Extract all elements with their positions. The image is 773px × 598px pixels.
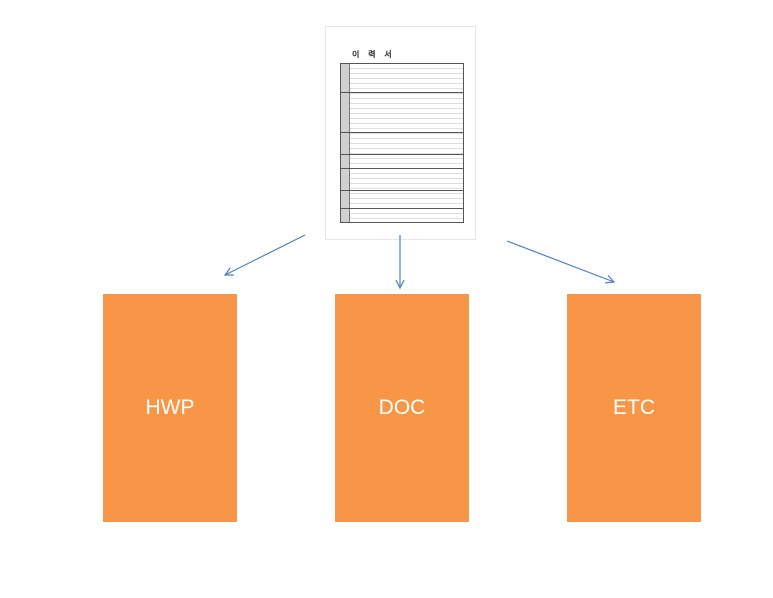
resume-form-table xyxy=(340,63,464,223)
form-section-divider xyxy=(341,190,463,191)
arrow-to-hwp xyxy=(225,234,306,275)
form-label-column xyxy=(341,64,350,222)
document-title: 이 력 서 xyxy=(352,49,395,59)
doc-label: DOC xyxy=(378,396,426,419)
etc-label: ETC xyxy=(613,396,655,419)
resume-document-thumbnail: 이 력 서 xyxy=(325,26,476,240)
form-section-divider xyxy=(341,208,463,209)
hwp-box: HWP xyxy=(103,294,237,522)
etc-box: ETC xyxy=(567,294,701,522)
form-section-divider xyxy=(341,154,463,155)
doc-box: DOC xyxy=(335,294,469,522)
form-section-divider xyxy=(341,92,463,93)
arrow-to-etc xyxy=(506,240,614,282)
form-section-divider xyxy=(341,168,463,169)
form-section-divider xyxy=(341,132,463,133)
hwp-label: HWP xyxy=(145,396,195,419)
